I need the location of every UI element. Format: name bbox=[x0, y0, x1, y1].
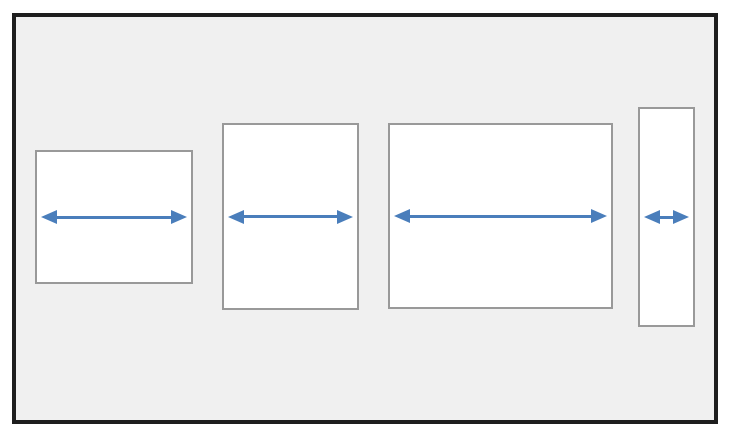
box-3 bbox=[388, 123, 613, 309]
box-2 bbox=[222, 123, 359, 310]
arrow-shaft bbox=[410, 214, 591, 218]
arrowhead-right-icon bbox=[171, 210, 187, 224]
arrowhead-right-icon bbox=[591, 209, 607, 223]
arrowhead-left-icon bbox=[644, 210, 660, 224]
arrowhead-left-icon bbox=[41, 210, 57, 224]
arrow-shaft bbox=[660, 215, 673, 219]
horizontal-double-arrow-icon bbox=[228, 209, 353, 224]
arrowhead-right-icon bbox=[673, 210, 689, 224]
arrow-shaft bbox=[57, 215, 171, 219]
diagram-frame bbox=[12, 13, 718, 424]
box-1 bbox=[35, 150, 193, 284]
arrowhead-left-icon bbox=[228, 209, 244, 224]
arrowhead-right-icon bbox=[337, 209, 353, 224]
horizontal-double-arrow-icon bbox=[394, 209, 607, 223]
horizontal-double-arrow-icon bbox=[644, 210, 689, 224]
arrowhead-left-icon bbox=[394, 209, 410, 223]
arrow-shaft bbox=[244, 215, 337, 218]
horizontal-double-arrow-icon bbox=[41, 210, 187, 224]
box-4 bbox=[638, 107, 695, 327]
